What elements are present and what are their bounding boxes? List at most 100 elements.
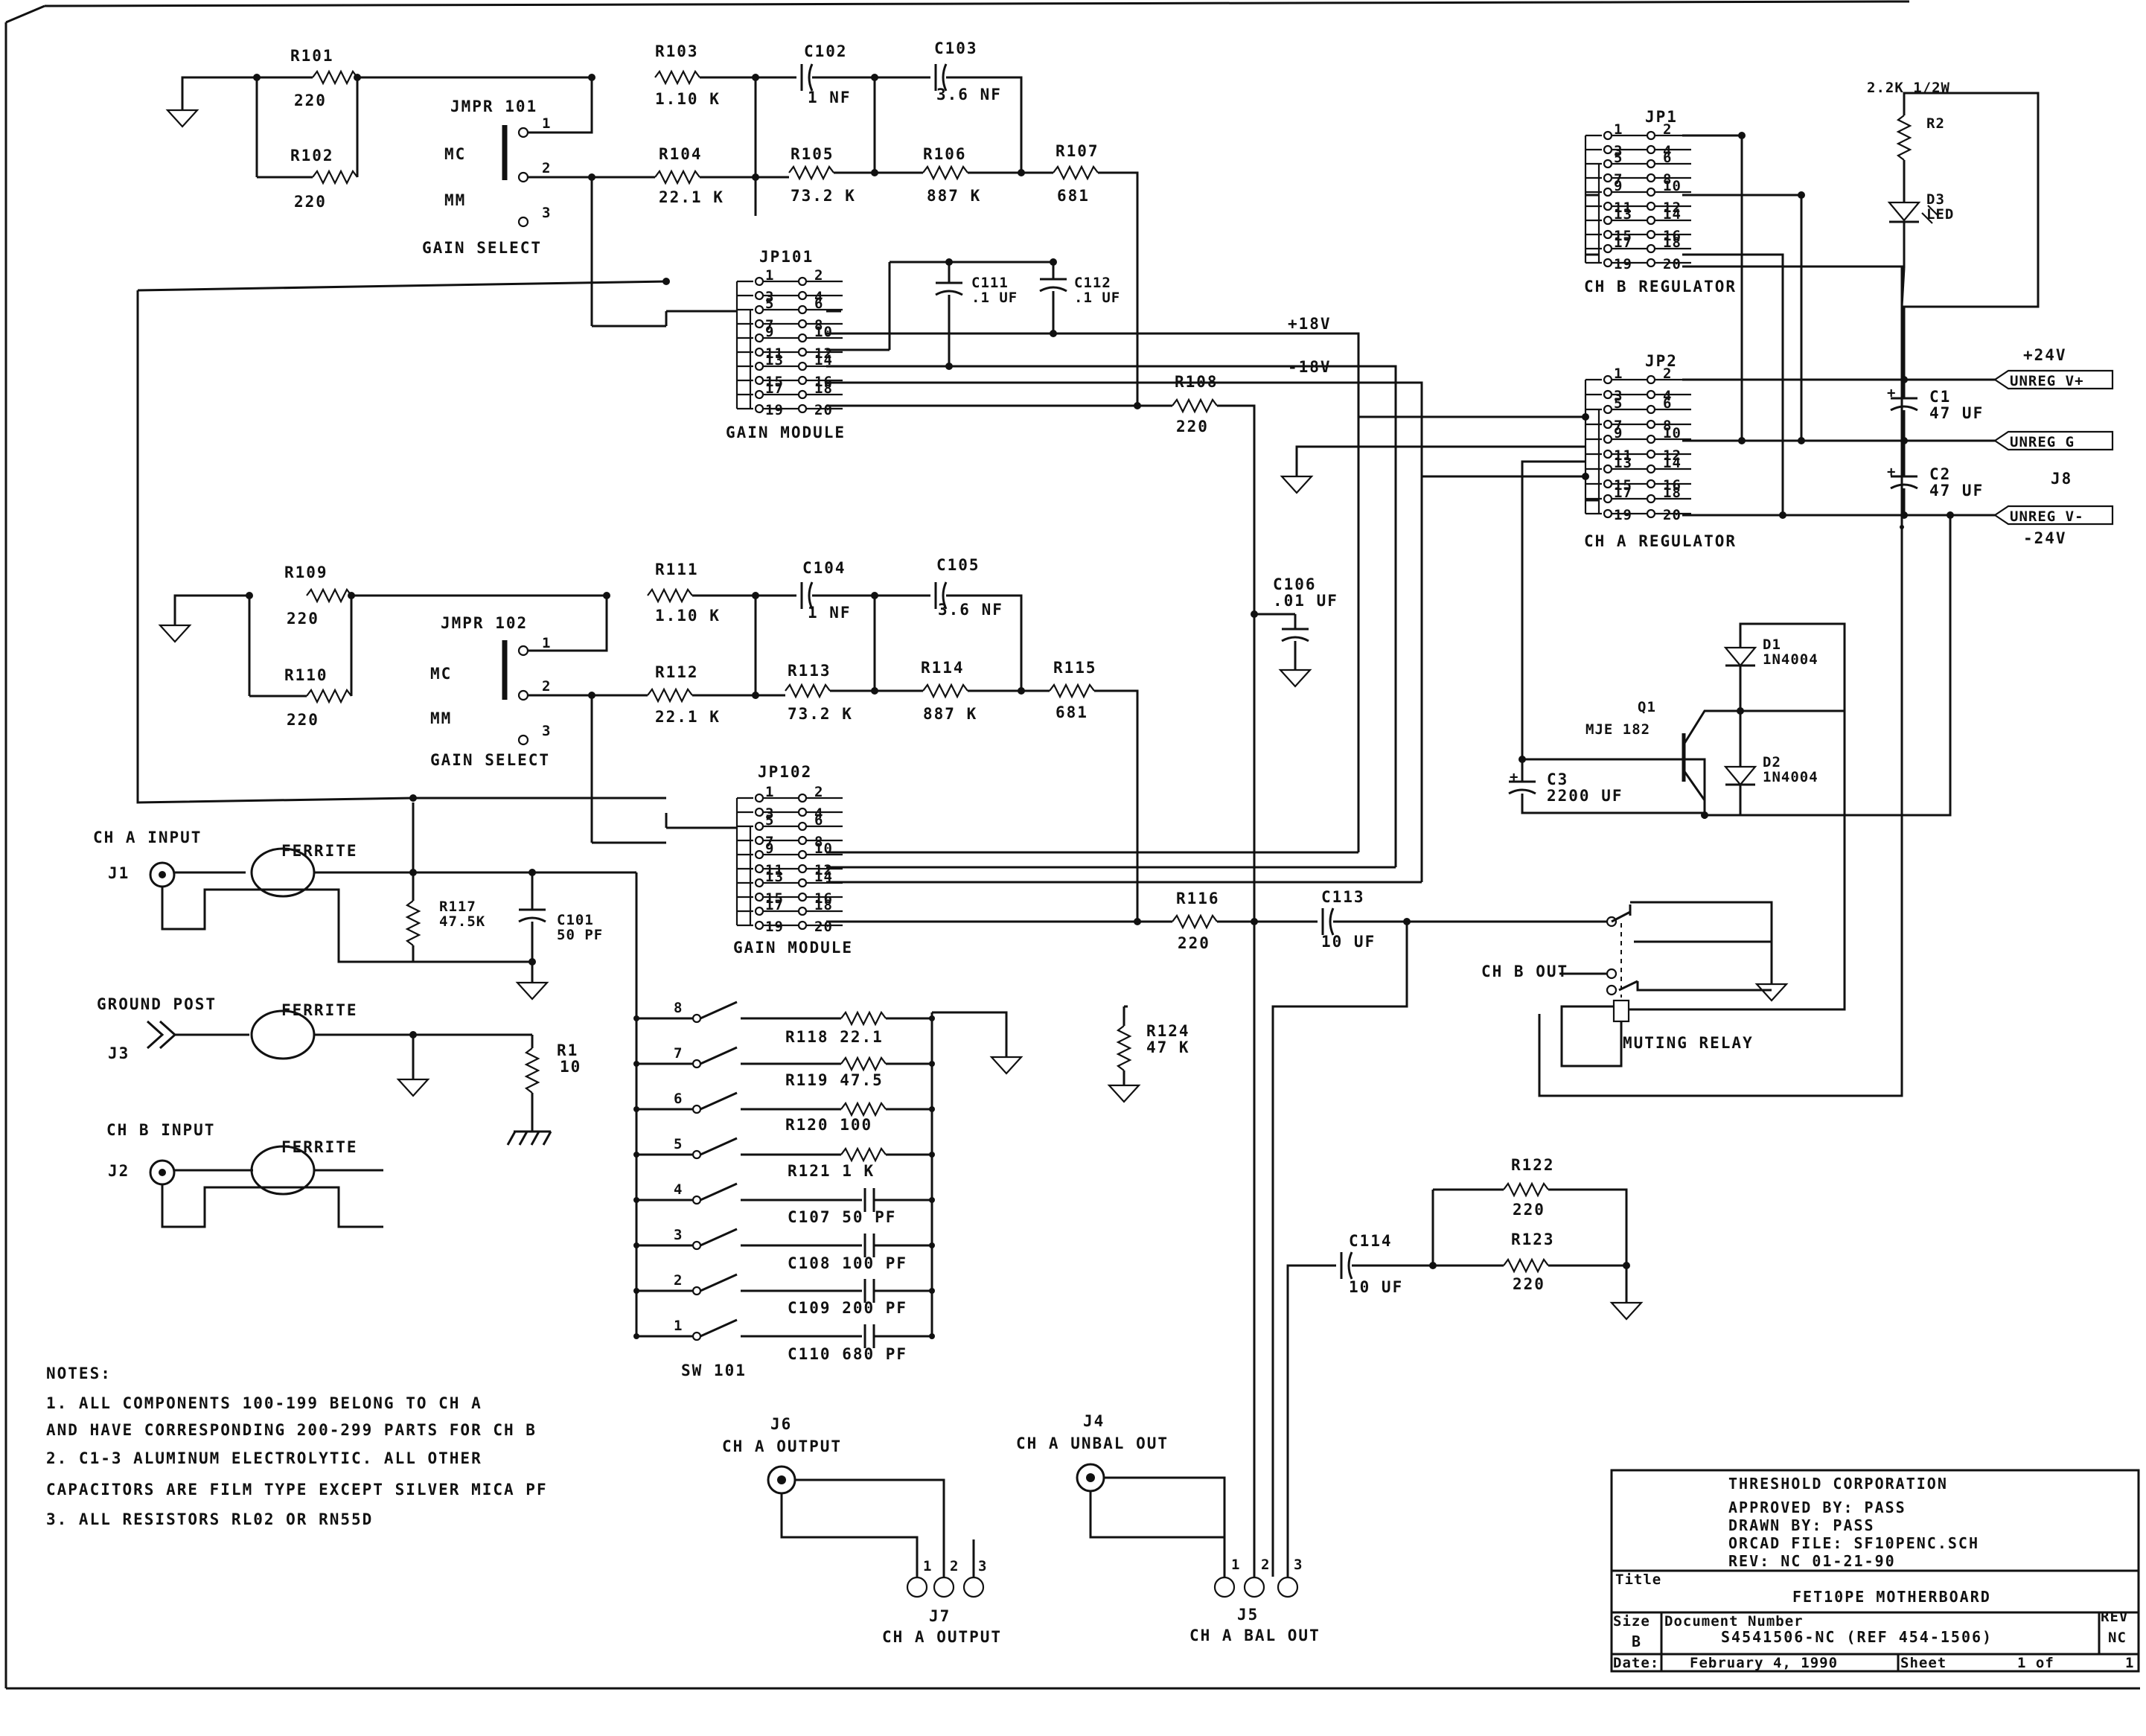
jumper-pin-label: 9	[1614, 178, 1623, 194]
unreg-v-minus[interactable]: UNREG V-	[2010, 508, 2084, 525]
jumper-pin-label: 5	[1614, 150, 1623, 166]
r112-label: R112	[655, 663, 699, 681]
c108-label: C108 100 PF	[788, 1254, 907, 1272]
mm-label-1: MM	[444, 191, 466, 209]
r116-value: 220	[1178, 934, 1210, 952]
jumper-pin-label: 12	[814, 345, 833, 362]
jumper-pin	[1646, 215, 1656, 226]
ch-a-regulator-label: CH A REGULATOR	[1584, 532, 1737, 550]
jp102-header: JP102 GAIN MODULE	[733, 763, 852, 957]
rev-field-label: REV	[2101, 1609, 2128, 1625]
c3-label: C3	[1547, 770, 1568, 788]
c103-value: 3.6 NF	[936, 86, 1002, 103]
jumper-pin-label: 2	[814, 267, 823, 284]
jmpr101-pin1: 1	[542, 115, 551, 132]
drawing-title: FET10PE MOTHERBOARD	[1792, 1588, 1991, 1606]
channel-a-gain-section: R101 220 R102 220 JMPR 101 MC MM GAIN SE…	[166, 39, 1139, 403]
jumper-pin-label: 15	[765, 374, 784, 390]
sheet-field-label: Sheet	[1900, 1655, 1947, 1671]
jumper-pin	[797, 375, 808, 386]
switch-lever[interactable]	[700, 1091, 738, 1111]
jumper-pin	[754, 864, 764, 874]
jumper-pin-label: 12	[1663, 447, 1682, 464]
q1-value: MJE 182	[1585, 721, 1650, 738]
switch-resistor	[840, 1101, 887, 1117]
jumper-pin-label: 10	[1663, 178, 1682, 194]
jumper-pin	[1646, 201, 1656, 211]
muting-relay-label: MUTING RELAY	[1623, 1034, 1754, 1052]
ch-a-bal-out-label: CH A BAL OUT	[1189, 1627, 1321, 1644]
c103-label: C103	[934, 39, 978, 57]
switch-position-label: 7	[674, 1045, 683, 1062]
r105-label: R105	[791, 145, 834, 163]
jumper-pin	[1603, 434, 1613, 444]
jumper-pin	[797, 892, 808, 902]
r1-value: 10	[560, 1058, 581, 1076]
jumper-pin	[1603, 243, 1613, 254]
unreg-v-plus[interactable]: UNREG V+	[2010, 373, 2084, 389]
note-line-1: 1. ALL COMPONENTS 100-199 BELONG TO CH A	[46, 1394, 482, 1412]
ch-a-input-label: CH A INPUT	[93, 829, 202, 846]
jumper-pin-label: 10	[1663, 425, 1682, 441]
jumper-pin	[1646, 159, 1656, 169]
ferrite-label-3: FERRITE	[281, 1138, 358, 1156]
jumper-pin	[1603, 404, 1613, 415]
jumper-pin-label: 19	[1614, 256, 1632, 272]
sw101-label: SW 101	[681, 1362, 747, 1379]
jumper-pin	[754, 389, 764, 400]
c106-value: .01 UF	[1273, 592, 1338, 610]
jumper-pin-label: 15	[765, 890, 784, 907]
orcad-file: ORCAD FILE: SF10PENC.SCH	[1728, 1534, 1979, 1552]
jumper-pin-label: 1	[765, 784, 774, 800]
switch-lever[interactable]	[700, 1137, 738, 1156]
muting-relay: CH B OUT MUTING RELAY	[1481, 307, 1903, 1097]
drawing-date: February 4, 1990	[1690, 1655, 1838, 1671]
r111-value: 1.10 K	[655, 607, 721, 625]
switch-position-label: 6	[674, 1091, 683, 1107]
plus-18v-label: +18V	[1288, 315, 1332, 333]
r115-label: R115	[1053, 659, 1097, 677]
jmpr102-pin1: 1	[542, 635, 551, 651]
r124-label: R124	[1146, 1022, 1190, 1040]
jmpr102-pin2: 2	[542, 678, 551, 695]
switch-lever[interactable]	[700, 1046, 738, 1065]
jumper-pin	[754, 892, 764, 902]
sheet-border	[4, 0, 2140, 1690]
switch-contact	[692, 1331, 702, 1341]
switch-lever[interactable]	[700, 1228, 738, 1247]
jumper-pin-label: 3	[765, 805, 774, 822]
r109-value: 220	[287, 610, 319, 628]
ch-b-regulator-label: CH B REGULATOR	[1584, 278, 1737, 296]
jumper-pin-label: 9	[1614, 425, 1623, 441]
jumper-pin-label: 14	[1663, 206, 1682, 223]
jumper-pin	[797, 389, 808, 400]
jumper-pin-label: 8	[814, 834, 823, 850]
switch-lever[interactable]	[700, 1182, 738, 1202]
rev-value: NC	[2108, 1630, 2127, 1646]
jumper-pin-label: 18	[1663, 485, 1682, 501]
r107-value: 681	[1057, 187, 1090, 205]
gain-select-label-2: GAIN SELECT	[430, 751, 550, 769]
jumper-pin	[754, 849, 764, 860]
jmpr102-pin3: 3	[542, 723, 551, 739]
switch-resistor	[840, 1010, 887, 1027]
sheet-number: 1 of	[2017, 1655, 2054, 1671]
minus-18v-label: -18V	[1288, 358, 1332, 376]
r102-label: R102	[290, 147, 334, 165]
c3-plus: +	[1510, 769, 1519, 785]
switch-position-label: 2	[674, 1272, 683, 1289]
jumper-pin	[797, 403, 808, 414]
jumper-pin-label: 19	[765, 919, 784, 935]
date-field-label: Date:	[1613, 1655, 1659, 1671]
switch-lever[interactable]	[700, 1318, 738, 1338]
minus-24v-label: -24V	[2023, 529, 2067, 547]
gain-module-label-1: GAIN MODULE	[726, 424, 846, 441]
jumper-pin-label: 17	[1614, 234, 1632, 251]
switch-lever[interactable]	[700, 1273, 738, 1292]
d3-value: LED	[1926, 206, 1954, 223]
unreg-g[interactable]: UNREG G	[2010, 434, 2075, 450]
c113-label: C113	[1321, 888, 1365, 906]
switch-lever[interactable]	[700, 1001, 738, 1020]
